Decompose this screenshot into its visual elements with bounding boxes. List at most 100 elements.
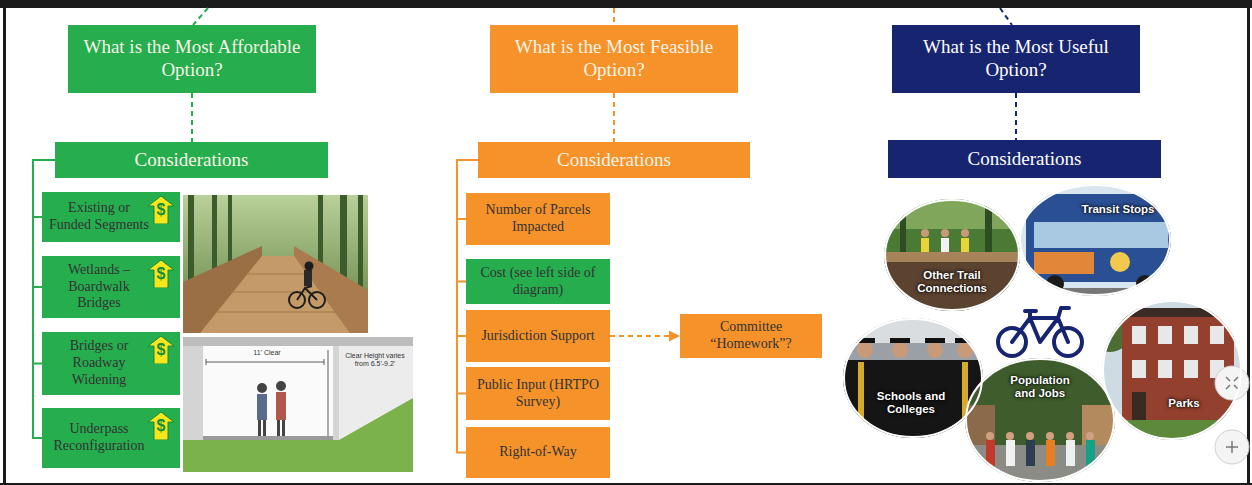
boardwalk-photo [340,195,347,285]
street-photo [1006,432,1014,440]
underpass-sketch [282,420,285,436]
consideration-box: Underpass Reconfiguration$ [42,408,180,468]
street-photo [1006,440,1015,466]
boardwalk-photo [304,270,312,286]
question-box: What is the Most Useful Option? [892,25,1140,93]
house-photo [1118,308,1238,317]
trail-photo [941,238,949,252]
underpass-sketch [263,420,266,436]
trail-photo [900,199,906,259]
box-text: Considerations [968,148,1082,171]
bus-photo [1110,252,1130,272]
house-photo [1132,360,1146,378]
graduates-photo [843,318,983,438]
underpass-sketch [258,420,261,436]
underpass-sketch [183,337,413,472]
viewer-buttons [1226,377,1238,389]
consideration-box: Wetlands – Boardwalk Bridges$ [42,256,180,318]
photo-circle: Transit Stops [1019,184,1171,296]
house-photo [1158,360,1172,378]
dashed-connector [613,93,615,142]
box-text: Number of Parcels Impacted [473,202,603,236]
graduates-photo [843,318,983,438]
circle-outline [843,318,983,438]
dashed-connector [610,335,680,337]
boardwalk-photo [183,195,368,333]
underpass-sketch [277,420,280,436]
street-photo [1086,432,1094,440]
boardwalk-photo [358,195,363,290]
box-text: Cost (see left side of diagram) [473,265,603,299]
considerations-header: Considerations [55,142,328,178]
underpass-sketch [183,346,203,440]
cost-arrow-icon [148,336,174,364]
house-photo [1210,326,1224,344]
dimension-label: 11' Clear [237,349,297,357]
house-photo [1122,315,1234,420]
photo-caption: Schools and Colleges [871,390,951,416]
trail-photo [884,199,1020,311]
house-photo [1132,326,1146,344]
viewer-buttons [1215,366,1249,464]
frame [0,0,1252,8]
underpass-sketch [203,346,333,440]
underpass-sketch [203,436,333,440]
consideration-box: Cost (see left side of diagram) [466,259,610,304]
dashed-stub [193,8,208,25]
photo-circle: Population and Jobs [965,358,1115,482]
boardwalk-photo [212,195,217,275]
graduates-photo [890,338,910,343]
graduates-photo [892,342,908,358]
street-photo [965,358,1115,482]
dashed-stub [613,8,615,25]
trail-photo [941,229,949,237]
underpass-sketch [183,337,413,346]
photo-caption: Parks [1154,397,1214,410]
street-photo [1066,440,1075,466]
underpass-sketch [257,394,267,420]
circle-outline [966,359,1114,481]
box-text: What is the Most Affordable Option? [75,36,309,82]
circle-outline [885,200,1019,310]
frame [0,483,1252,485]
trail-photo [884,252,1020,262]
house-photo [1184,326,1198,344]
underpass-sketch [276,392,286,420]
dashed-connector [191,93,193,142]
photo-circle: Schools and Colleges [843,318,983,438]
viewer-buttons [1226,441,1238,453]
circle-outline [1020,185,1170,295]
bicycle-icon [998,308,1082,356]
box-text: Public Input (HRTPO Survey) [473,377,603,411]
house-photo [1184,360,1198,378]
photo-caption: Transit Stops [1078,203,1158,216]
boardwalk-photo [200,256,350,333]
boardwalk-photo [188,195,194,285]
underpass-sketch [257,383,267,393]
street-photo [1026,440,1035,466]
dashed-stub [1000,8,1012,25]
house-photo [1158,326,1172,344]
trail-photo [961,229,969,237]
cost-arrow-icon [148,412,174,440]
box-text: Considerations [557,149,671,172]
underpass-sketch [183,398,413,472]
box-text: Bridges or Roadway Widening [47,338,151,388]
question-box: What is the Most Affordable Option? [68,25,316,93]
box-text: Right-of-Way [499,444,576,461]
underpass-sketch [206,359,207,365]
considerations-header: Considerations [478,142,750,178]
photo-circle: Parks [1102,300,1242,440]
note-box: Committee “Homework”? [680,314,822,358]
photo-caption: Population and Jobs [1000,374,1080,400]
trail-photo [884,199,1020,311]
consideration-box: Public Input (HRTPO Survey) [466,367,610,420]
circle-outline [1102,300,1242,440]
box-text: Considerations [135,149,249,172]
box-text: What is the Most Useful Option? [899,36,1133,82]
underpass-sketch [206,362,324,363]
dashed-stub [193,8,1012,25]
circle-outline [1103,301,1241,439]
street-photo [986,432,994,440]
graduates-photo [843,360,983,438]
